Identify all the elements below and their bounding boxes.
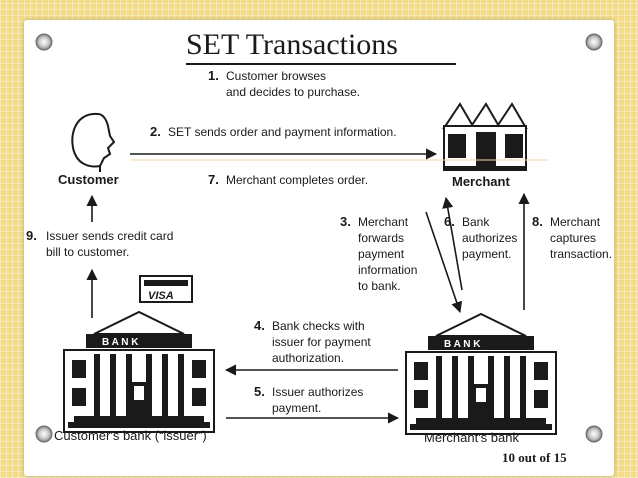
svg-text:Issuer sends credit card: Issuer sends credit card — [46, 229, 173, 243]
arrow-forward-to-bank — [425, 211, 463, 314]
svg-text:bill to customer.: bill to customer. — [46, 245, 129, 259]
svg-text:authorization.: authorization. — [272, 351, 344, 365]
svg-text:payment.: payment. — [272, 401, 321, 415]
svg-text:B A N K: B A N K — [102, 337, 139, 348]
svg-text:Bank checks with: Bank checks with — [272, 319, 365, 333]
svg-text:8.: 8. — [532, 214, 543, 229]
step-9: 9. Issuer sends credit card bill to cust… — [26, 228, 173, 259]
merchant-label: Merchant — [452, 174, 510, 189]
pin-icon — [585, 33, 603, 51]
svg-text:7.: 7. — [208, 172, 219, 187]
svg-text:transaction.: transaction. — [550, 247, 612, 261]
svg-text:Bank: Bank — [462, 215, 490, 229]
merchants-bank-label: Merchant's bank — [424, 430, 519, 445]
svg-text:3.: 3. — [340, 214, 351, 229]
arrow-authorize-up — [442, 196, 463, 291]
customer-label: Customer — [58, 172, 119, 187]
page-indicator: 10 out of 15 — [502, 450, 567, 465]
pin-icon — [35, 33, 53, 51]
svg-text:4.: 4. — [254, 318, 265, 333]
visa-card-icon: VISA — [139, 275, 193, 303]
svg-text:B A N K: B A N K — [444, 339, 481, 350]
svg-text:captures: captures — [550, 231, 596, 245]
svg-text:forwards: forwards — [358, 231, 404, 245]
svg-text:Merchant: Merchant — [358, 215, 409, 229]
svg-text:to bank.: to bank. — [358, 279, 401, 293]
step-1: 1. Customer browses and decides to purch… — [208, 68, 360, 99]
merchants-bank-icon: B A N K — [405, 313, 557, 435]
step-3: 3. Merchant forwards payment information… — [340, 214, 417, 293]
svg-text:VISA: VISA — [148, 290, 174, 302]
svg-text:authorizes: authorizes — [462, 231, 517, 245]
svg-text:Issuer authorizes: Issuer authorizes — [272, 385, 363, 399]
step-5: 5. Issuer authorizes payment. — [254, 384, 363, 415]
step-7: 7. Merchant completes order. — [208, 172, 368, 187]
svg-text:payment.: payment. — [462, 247, 511, 261]
step-2: 2. SET sends order and payment informati… — [150, 124, 397, 139]
svg-text:issuer for payment: issuer for payment — [272, 335, 371, 349]
svg-text:and decides to purchase.: and decides to purchase. — [226, 85, 360, 99]
pin-icon — [35, 425, 53, 443]
pin-icon — [585, 425, 603, 443]
svg-text:information: information — [358, 263, 417, 277]
customer-icon — [71, 112, 116, 172]
svg-text:Merchant: Merchant — [550, 215, 601, 229]
svg-text:2.: 2. — [150, 124, 161, 139]
slide-title: SET Transactions — [186, 28, 398, 61]
svg-text:payment: payment — [358, 247, 405, 261]
svg-text:Merchant completes order.: Merchant completes order. — [226, 173, 368, 187]
customers-bank-label: Customer's bank (“issuer”) — [54, 428, 207, 443]
svg-text:SET sends order and payment in: SET sends order and payment information. — [168, 125, 397, 139]
customers-bank-icon: B A N K — [63, 311, 215, 433]
svg-text:5.: 5. — [254, 384, 265, 399]
svg-text:9.: 9. — [26, 228, 37, 243]
step-4: 4. Bank checks with issuer for payment a… — [254, 318, 371, 365]
svg-text:Customer browses: Customer browses — [226, 69, 326, 83]
step-8: 8. Merchant captures transaction. — [532, 214, 612, 261]
svg-text:1.: 1. — [208, 68, 219, 83]
